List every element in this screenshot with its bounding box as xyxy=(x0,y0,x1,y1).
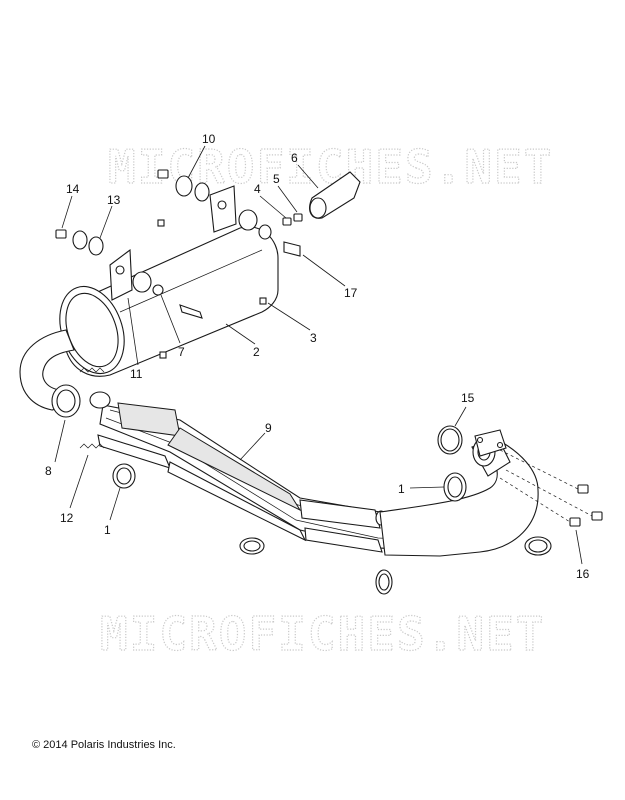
callout-2: 2 xyxy=(253,345,260,359)
leader-lines xyxy=(54,145,583,565)
callout-16: 16 xyxy=(576,567,590,581)
gasket-15 xyxy=(437,425,463,455)
callout-15: 15 xyxy=(461,391,475,405)
callout-8: 8 xyxy=(45,464,52,478)
callout-12: 12 xyxy=(60,511,74,525)
callout-1-left: 1 xyxy=(104,523,111,537)
lower-clamps xyxy=(239,536,552,595)
callout-14: 14 xyxy=(66,182,80,196)
callout-5: 5 xyxy=(273,172,280,186)
callout-9: 9 xyxy=(265,421,272,435)
tailpipe-tip xyxy=(309,171,361,219)
muffler xyxy=(19,185,279,418)
callout-11: 11 xyxy=(130,367,143,381)
callout-4: 4 xyxy=(254,182,261,196)
callout-3: 3 xyxy=(310,331,317,345)
clamp-left xyxy=(112,463,136,489)
y-pipe xyxy=(379,429,539,557)
callout-7: 7 xyxy=(178,345,185,359)
callout-17: 17 xyxy=(344,286,358,300)
callout-10: 10 xyxy=(202,132,216,146)
bolts-16 xyxy=(499,449,603,527)
watermark-bottom: MICROFICHES.NET xyxy=(100,607,545,661)
callout-13: 13 xyxy=(107,193,121,207)
springs xyxy=(79,367,111,449)
hardware-top xyxy=(55,169,303,359)
callout-1-right: 1 xyxy=(398,482,405,496)
callout-6: 6 xyxy=(291,151,298,165)
copyright-notice: © 2014 Polaris Industries Inc. xyxy=(32,739,176,751)
